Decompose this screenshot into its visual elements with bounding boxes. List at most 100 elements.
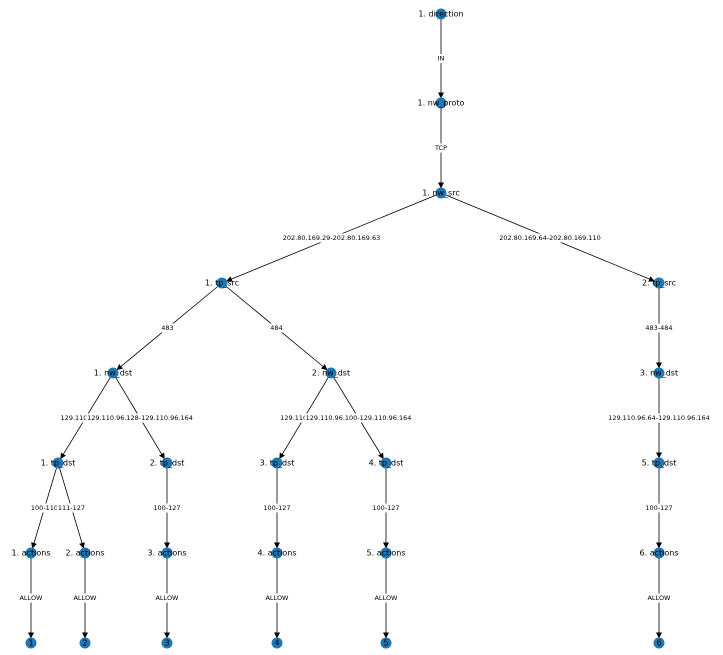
edge-label: ALLOW: [373, 593, 400, 603]
node-label: 1. direction: [418, 10, 463, 19]
edge-label-background: [607, 413, 711, 423]
edge-label-background: [644, 323, 674, 333]
node-label: 1. tp_src: [205, 279, 239, 288]
edge-label: TCP: [432, 143, 449, 153]
node-label: 1. nw_src: [422, 189, 459, 198]
node-label: 1. nw_dst: [94, 369, 132, 378]
edge-label: 100-127: [152, 503, 182, 513]
node-label: 2. tp_dst: [150, 459, 185, 468]
edge-label-background: [29, 503, 60, 513]
node-label: 6. actions: [640, 549, 679, 558]
edge-label-text: 129.110.96.128-129.110.96.164: [87, 414, 193, 422]
node-label: 3. tp_dst: [260, 459, 295, 468]
edge-label-text: ALLOW: [19, 594, 43, 602]
edge-label-text: ALLOW: [155, 594, 179, 602]
edge-label-background: [371, 503, 401, 513]
tree-node: [653, 637, 665, 649]
nodes-layer: [25, 8, 665, 649]
edge-label-background: [18, 593, 45, 603]
tree-node: [25, 637, 37, 649]
edge-label-background: [498, 233, 602, 243]
tree-node: [216, 277, 228, 289]
node-label: 1: [28, 639, 33, 648]
edge-label: 100-127: [644, 503, 674, 513]
tree-node: [107, 367, 119, 379]
edge-label: ALLOW: [154, 593, 181, 603]
edge-label: 129.110.96.64-129.110.96.164: [607, 413, 711, 423]
node-labels-layer: 1. direction 1. nw_proto 1. nw_src 1. tp_sr…: [12, 10, 679, 648]
tree-node: [653, 277, 665, 289]
tree-node: [325, 367, 337, 379]
edge-label-text: 100-127: [263, 504, 290, 512]
tree-node: [161, 547, 173, 559]
edge-label-text: 100-110: [31, 504, 58, 512]
edge-label: 100-127: [262, 503, 292, 513]
tree-node: [52, 457, 64, 469]
edge-label-text: ALLOW: [265, 594, 289, 602]
edge-label-background: [56, 503, 87, 513]
edge-label: 100-127: [371, 503, 401, 513]
edge-label-background: [160, 323, 175, 333]
edge-label-text: 100-127: [153, 504, 180, 512]
edge-label-background: [646, 593, 673, 603]
node-label: 5. tp_dst: [642, 459, 677, 468]
edge-label-text: TCP: [434, 144, 447, 152]
edge-label: 483-484: [644, 323, 674, 333]
tree-node: [271, 457, 283, 469]
node-label: 5: [383, 639, 388, 648]
edge-label-text: ALLOW: [374, 594, 398, 602]
tree-node: [79, 637, 91, 649]
edge-label-text: 202.80.169.29-202.80.169.63: [283, 234, 380, 242]
node-label: 4: [274, 639, 279, 648]
tree-node: [271, 547, 283, 559]
tree-node: [435, 8, 447, 20]
tree-node: [653, 367, 665, 379]
tree-node: [25, 547, 37, 559]
tree-node: [161, 457, 173, 469]
node-label: 2. actions: [66, 549, 105, 558]
tree-node: [653, 547, 665, 559]
node-label: 3: [164, 639, 169, 648]
edge-label-background: [86, 413, 194, 423]
edge-label: ALLOW: [264, 593, 291, 603]
edge-label-text: ALLOW: [647, 594, 671, 602]
node-label: 6: [656, 639, 661, 648]
node-label: 1. actions: [12, 549, 51, 558]
edge-label: ALLOW: [646, 593, 673, 603]
edge-label: 484: [269, 323, 284, 333]
edge-label-background: [152, 503, 182, 513]
edge-label-text: 129.110.96.64-: [61, 414, 112, 422]
edge-label-background: [432, 143, 449, 153]
node-label: 1. nw_proto: [418, 99, 465, 108]
edge-label-text: 129.110.96.64: [280, 414, 328, 422]
edge-label-background: [373, 593, 400, 603]
edge-label-background: [262, 503, 292, 513]
node-label: 2: [82, 639, 87, 648]
edge-label: 483: [160, 323, 175, 333]
tree-node: [380, 457, 392, 469]
node-label: 2. nw_dst: [312, 369, 350, 378]
edge-label-text: 484: [270, 324, 282, 332]
tree-node: [435, 187, 447, 199]
tree-node: [380, 637, 392, 649]
edge-label: 100-110: [29, 503, 60, 513]
tree-node: [271, 637, 283, 649]
edge-label-background: [154, 593, 181, 603]
edge-label: 202.80.169.64-202.80.169.110: [498, 233, 602, 243]
edge-label-text: 100-127: [372, 504, 399, 512]
edge-label-background: [644, 503, 674, 513]
edge-label-text: 129.110.96.64-129.110.96.164: [608, 414, 710, 422]
edge-label-text: 202.80.169.64-202.80.169.110: [499, 234, 601, 242]
edge-label: 129.110.96.100-129.110.96.164: [304, 413, 413, 423]
edge-label: IN: [436, 54, 446, 63]
node-label: 3. actions: [148, 549, 187, 558]
edge-label: 129.110.96.64-: [59, 413, 113, 423]
edge-label-text: IN: [438, 55, 445, 63]
tree-node: [161, 637, 173, 649]
edge-label-text: 129.110.96.100-129.110.96.164: [306, 414, 412, 422]
edge-label: ALLOW: [18, 593, 45, 603]
edge-label-text: 483-484: [645, 324, 672, 332]
edge-label-text: 100-127: [645, 504, 672, 512]
edge-label-text: 111-127: [58, 504, 85, 512]
